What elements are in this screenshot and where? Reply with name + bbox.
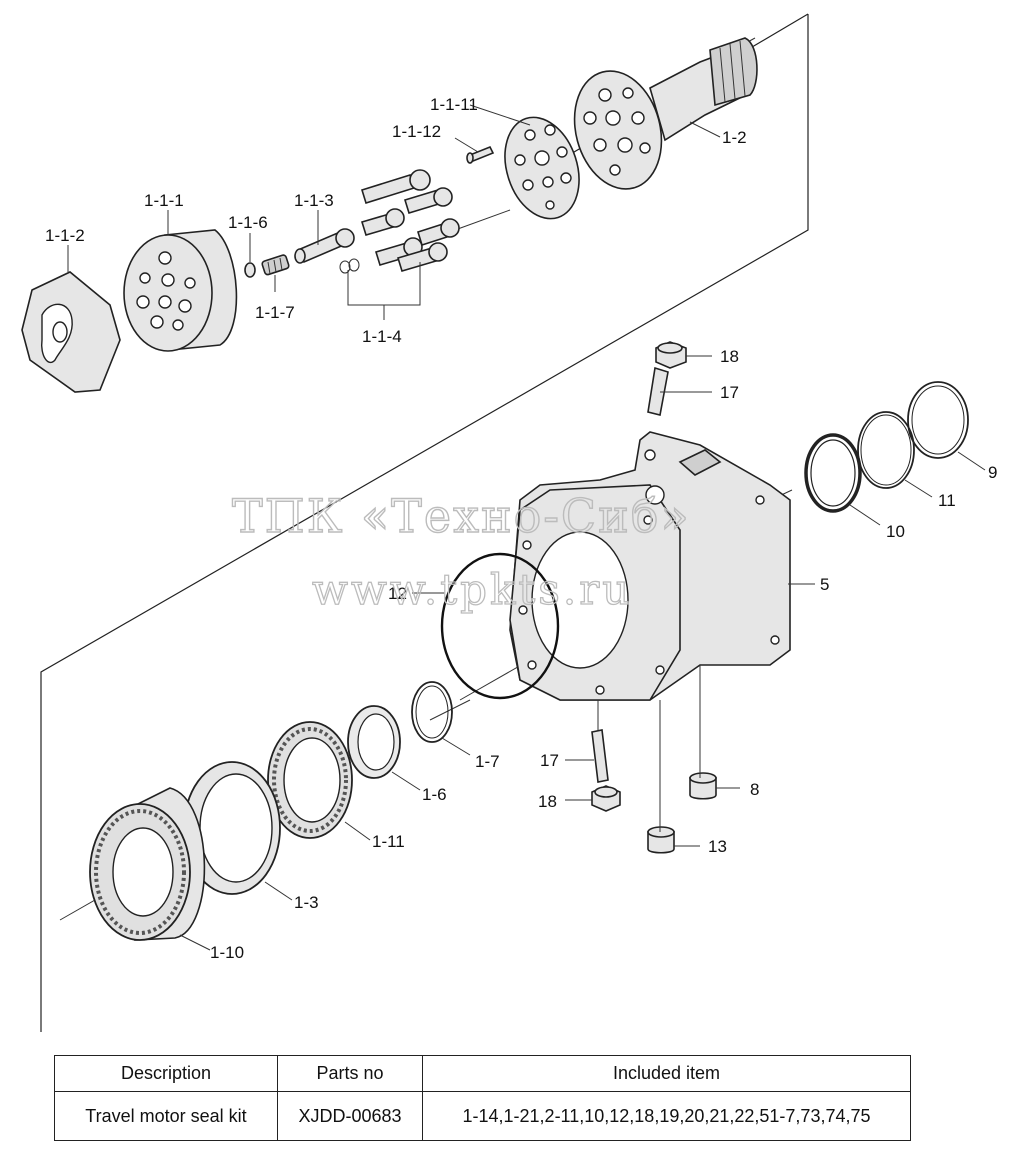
callout-1-2: 1-2 xyxy=(722,128,747,147)
callout-1-1-2: 1-1-2 xyxy=(45,226,85,245)
seal-ring-10 xyxy=(804,433,862,513)
stud-17-top xyxy=(647,366,669,416)
seal-1-3 xyxy=(183,761,281,895)
callout-9: 9 xyxy=(988,463,997,482)
watermark: ТПК «Техно-Сиб» www.tpkts.ru xyxy=(231,488,691,614)
table-header-row: Description Parts no Included item xyxy=(54,1055,911,1092)
callout-13: 13 xyxy=(708,837,727,856)
shaft-1-2 xyxy=(573,37,758,190)
table-row: Travel motor seal kit XJDD-00683 1-14,1-… xyxy=(54,1091,911,1141)
snap-ring-1-7 xyxy=(411,681,453,743)
cylinder-block-1-1-1 xyxy=(123,229,238,352)
callout-17-top: 17 xyxy=(720,383,739,402)
motor-housing-5 xyxy=(509,431,791,701)
callout-1-1-4: 1-1-4 xyxy=(362,327,402,346)
nut-18-top xyxy=(655,341,687,369)
cell-description: Travel motor seal kit xyxy=(54,1091,278,1141)
plug-8 xyxy=(689,772,717,800)
stud-17-bottom xyxy=(591,729,609,783)
o-ring-12 xyxy=(440,552,560,700)
callout-11: 11 xyxy=(938,491,956,510)
nut-18-bottom xyxy=(591,785,621,812)
callout-1-7: 1-7 xyxy=(475,752,500,771)
retainer-plate-1-1-11 xyxy=(504,116,580,220)
watermark-url: www.tpkts.ru xyxy=(312,565,632,614)
callout-1-1-12: 1-1-12 xyxy=(392,122,441,141)
header-description: Description xyxy=(54,1055,278,1092)
plug-13 xyxy=(647,826,675,854)
seal-kit-table: Description Parts no Included item Trave… xyxy=(54,1055,911,1141)
header-parts-no: Parts no xyxy=(277,1055,423,1092)
pistons-1-1-4 xyxy=(339,169,460,274)
snap-ring-9 xyxy=(907,381,969,459)
valve-plate-1-1-2 xyxy=(21,271,121,393)
bearing-1-10 xyxy=(89,787,206,941)
header-included-item: Included item xyxy=(422,1055,911,1092)
callout-18-top: 18 xyxy=(720,347,739,366)
leader-lines xyxy=(67,104,986,951)
callout-10: 10 xyxy=(886,522,905,541)
watermark-company: ТПК «Техно-Сиб» xyxy=(232,489,691,543)
callout-1-6: 1-6 xyxy=(422,785,447,804)
washer-1-1-6 xyxy=(244,262,256,278)
callout-1-11: 1-11 xyxy=(372,832,405,851)
cell-parts-no: XJDD-00683 xyxy=(277,1091,423,1141)
callout-8: 8 xyxy=(750,780,759,799)
callout-1-3: 1-3 xyxy=(294,893,319,912)
cell-included-item: 1-14,1-21,2-11,10,12,18,19,20,21,22,51-7… xyxy=(422,1091,911,1141)
callout-1-1-7: 1-1-7 xyxy=(255,303,295,322)
callout-1-1-1: 1-1-1 xyxy=(144,191,184,210)
callout-labels: 1-1-11 1-1-12 1-2 1-1-1 1-1-2 1-1-6 1-1-… xyxy=(45,95,997,962)
screw-1-1-12 xyxy=(466,145,495,164)
callout-17-bottom: 17 xyxy=(540,751,559,770)
ring-11 xyxy=(857,411,915,489)
pin-1-1-3 xyxy=(294,228,355,264)
callout-1-1-11: 1-1-11 xyxy=(430,95,478,114)
callout-18-bottom: 18 xyxy=(538,792,557,811)
callout-5: 5 xyxy=(820,575,829,594)
callout-12: 12 xyxy=(388,584,407,603)
bearing-1-11 xyxy=(267,721,353,839)
callout-1-10: 1-10 xyxy=(210,943,244,962)
ring-1-6 xyxy=(347,705,401,779)
spring-1-1-7 xyxy=(261,254,290,276)
callout-1-1-6: 1-1-6 xyxy=(228,213,268,232)
callout-1-1-3: 1-1-3 xyxy=(294,191,334,210)
